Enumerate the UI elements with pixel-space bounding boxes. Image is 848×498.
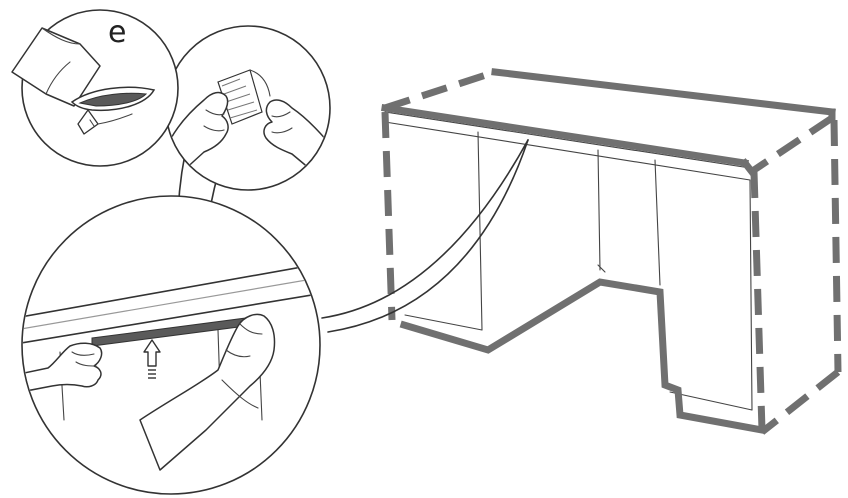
step-label: e [108, 15, 127, 50]
adhesive-tape-icon [70, 86, 156, 135]
detail-circle-parts [11, 9, 179, 167]
parts-bag-icon [11, 27, 101, 107]
cabinet-outline [381, 68, 842, 435]
arrow-up-icon [143, 339, 161, 379]
right-hand [139, 313, 276, 471]
detail-circle-apply-tape [21, 195, 321, 495]
detail-circle-peel-backing [165, 25, 331, 191]
